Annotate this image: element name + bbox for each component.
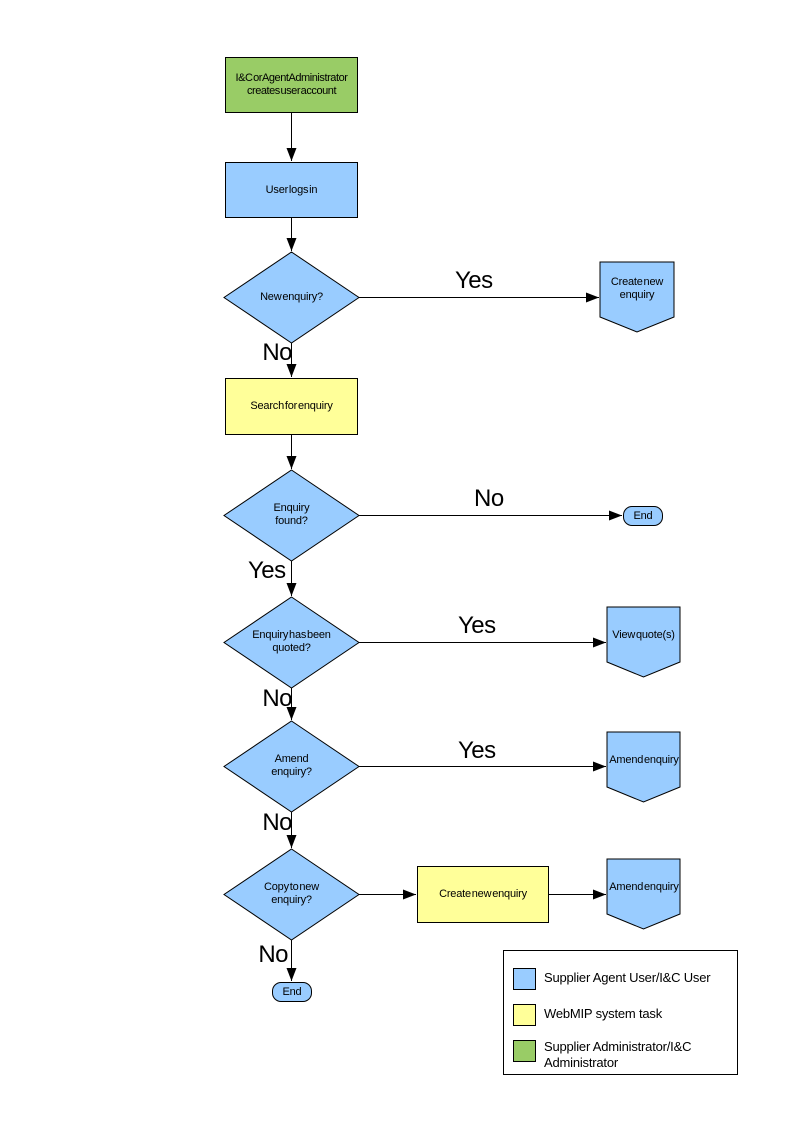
legend-label-supplier-administrator: Supplier Administrator/I&C Administrator: [544, 1039, 692, 1070]
legend: Supplier Agent User/I&C User WebMIP syst…: [503, 950, 738, 1075]
edge-label-amend-enquiry-yes: Yes: [458, 737, 496, 764]
edge-label-enquiry-quoted-yes: Yes: [458, 612, 496, 639]
edge-label-enquiry-found-no: No: [474, 485, 504, 512]
edge-label-new-enquiry-no: No: [262, 339, 292, 366]
edge-label-copy-to-new-no: No: [258, 941, 288, 968]
copy-to-new-diamond-shape: [223, 848, 360, 941]
node-create-new-enquiry-process: Create new enquiry: [417, 866, 549, 923]
new-enquiry-diamond-shape: [223, 251, 360, 344]
legend-label-webmip-system-task: WebMIP system task: [544, 1006, 663, 1021]
amend-enquiry-1-pentagon-shape: [606, 731, 681, 803]
edge-label-enquiry-quoted-no: No: [262, 685, 292, 712]
end-terminator-right: End: [623, 506, 663, 526]
view-quotes-pentagon-shape: [606, 606, 681, 678]
end-terminator-bottom: End: [272, 982, 312, 1002]
amend-enquiry-2-pentagon-shape: [606, 858, 681, 930]
node-admin-creates-account: I&C or Agent Administrator creates user …: [225, 57, 358, 113]
enquiry-quoted-diamond-shape: [223, 596, 360, 689]
legend-swatch-yellow: [513, 1004, 536, 1026]
node-search-for-enquiry: Search for enquiry: [225, 378, 358, 435]
offpage-connectors: [599, 261, 681, 930]
edge-label-enquiry-found-yes: Yes: [248, 557, 286, 584]
amend-enquiry-diamond-shape: [223, 720, 360, 813]
edge-label-amend-enquiry-no: No: [262, 809, 292, 836]
edge-label-new-enquiry-yes: Yes: [455, 267, 493, 294]
legend-label-supplier-agent-user: Supplier Agent User/I&C User: [544, 970, 711, 985]
decision-diamonds: [223, 251, 360, 941]
legend-swatch-blue: [513, 968, 536, 990]
enquiry-found-diamond-shape: [223, 469, 360, 562]
legend-swatch-green: [513, 1040, 536, 1062]
node-user-logs-in: User logs in: [225, 162, 358, 218]
create-new-enquiry-pentagon-shape: [599, 261, 675, 333]
connector-arrows: [286, 113, 622, 981]
